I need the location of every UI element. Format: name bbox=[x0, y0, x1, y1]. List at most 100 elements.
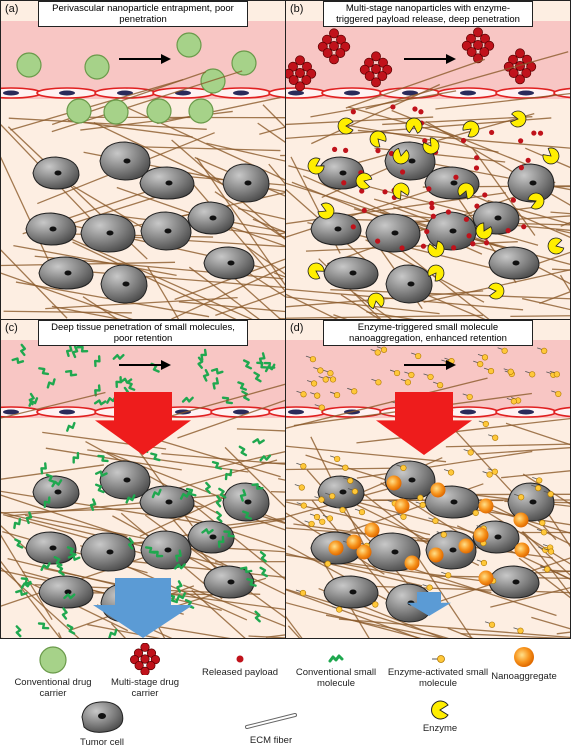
enzyme-icon bbox=[431, 700, 449, 720]
panel-d-illustration bbox=[286, 320, 570, 638]
enzyme-activated-molecule bbox=[404, 371, 415, 379]
ecm-fiber bbox=[365, 51, 569, 110]
ecm-fiber bbox=[286, 552, 423, 587]
released-payload bbox=[474, 203, 480, 209]
ecm-fiber bbox=[87, 623, 161, 638]
ecm-fiber bbox=[171, 266, 285, 319]
enzyme-activated-molecule bbox=[482, 471, 493, 478]
panel-b-title: Multi-stage nanoparticles with enzyme-tr… bbox=[323, 1, 533, 27]
small-molecule bbox=[11, 357, 25, 364]
enzyme-activated-molecule bbox=[514, 493, 525, 501]
enzyme-activated-molecule bbox=[468, 509, 479, 517]
small-molecule bbox=[56, 564, 65, 576]
endothelial-nucleus bbox=[3, 409, 19, 415]
molecule-head bbox=[510, 398, 517, 405]
enzyme-activated-molecule bbox=[313, 367, 324, 374]
ecm-fiber bbox=[415, 554, 473, 638]
nanoaggregate bbox=[386, 475, 402, 491]
molecule-head bbox=[326, 515, 334, 522]
enzyme-activated-molecule bbox=[525, 370, 536, 378]
released-payload bbox=[429, 200, 435, 206]
released-payload bbox=[350, 224, 356, 230]
enzyme bbox=[475, 222, 493, 240]
tumor-cell-nucleus bbox=[244, 180, 252, 186]
molecule-head bbox=[547, 491, 554, 498]
small-molecule bbox=[64, 369, 78, 377]
enzyme-activated-molecule bbox=[423, 373, 434, 381]
payload-particle bbox=[515, 74, 525, 85]
enzyme-activated-molecule bbox=[476, 559, 488, 567]
endothelial-layer bbox=[286, 87, 570, 99]
tumor-cell-nucleus bbox=[49, 545, 57, 551]
endothelial-nucleus bbox=[460, 409, 476, 415]
ecm-fiber bbox=[45, 296, 238, 310]
enzyme-activated-molecule bbox=[535, 519, 546, 526]
ecm-fiber bbox=[477, 505, 570, 565]
small-molecule bbox=[175, 549, 182, 562]
released-payload bbox=[429, 204, 435, 211]
small-molecule bbox=[175, 592, 186, 602]
ecm-fiber bbox=[345, 58, 485, 109]
enzyme-activated-molecule bbox=[487, 468, 498, 475]
released-payload bbox=[426, 186, 432, 192]
tumor-cell-nucleus bbox=[407, 281, 415, 287]
payload-particle bbox=[335, 48, 346, 58]
endothelial-cell bbox=[268, 406, 285, 418]
molecule-head bbox=[374, 349, 381, 356]
small-molecule bbox=[239, 489, 247, 502]
small-molecule bbox=[240, 566, 253, 574]
endothelial-nucleus bbox=[3, 90, 19, 96]
small-molecule bbox=[94, 483, 105, 494]
released-payload bbox=[399, 169, 406, 175]
ecm-fiber bbox=[1, 249, 68, 319]
tumor-cell-nucleus bbox=[391, 549, 399, 555]
ecm-fiber bbox=[72, 241, 237, 319]
enzyme-activated-molecule bbox=[462, 393, 473, 401]
enzyme-activated-molecule bbox=[543, 548, 555, 555]
ecm-fiber bbox=[140, 383, 285, 426]
flow-arrow-head bbox=[161, 54, 171, 64]
multistage-carrier bbox=[286, 55, 317, 92]
nanoaggregate bbox=[364, 522, 380, 538]
released-payload bbox=[505, 228, 511, 234]
released-payload bbox=[460, 137, 467, 144]
small-molecule bbox=[151, 488, 162, 499]
payload-particle bbox=[377, 71, 388, 81]
legend-item-enzyme: Enzyme bbox=[400, 699, 480, 734]
panel-d-label: (d) bbox=[290, 322, 304, 334]
tumor-cell-nucleus bbox=[209, 534, 217, 540]
tumor-cell-nucleus bbox=[227, 579, 235, 585]
enzyme-activated-molecule bbox=[540, 565, 551, 573]
released-payload bbox=[420, 243, 427, 249]
payload-particle bbox=[140, 666, 150, 675]
legend-label: Conventional drug carrier bbox=[14, 677, 92, 699]
small-molecule bbox=[108, 628, 118, 638]
enzyme-activated-molecule bbox=[531, 484, 542, 492]
ecm-fiber bbox=[237, 207, 285, 220]
tumor-cell-nucleus bbox=[339, 170, 347, 176]
ecm-fiber bbox=[286, 314, 484, 319]
ecm-fiber bbox=[531, 616, 570, 630]
tumor-cell-nucleus bbox=[165, 180, 173, 186]
ecm-fiber-network bbox=[286, 51, 570, 319]
enzyme-activated-molecule bbox=[295, 589, 307, 597]
molecule-head bbox=[300, 502, 307, 509]
ecm-fiber bbox=[127, 145, 281, 152]
enzyme bbox=[427, 240, 445, 258]
small-molecule bbox=[15, 589, 28, 596]
ecm-fiber bbox=[174, 258, 285, 301]
ecm-fiber bbox=[338, 618, 570, 638]
small-molecule bbox=[127, 537, 134, 550]
molecule-head bbox=[319, 518, 326, 525]
small-molecule bbox=[40, 562, 51, 572]
enzyme-activated-molecule bbox=[338, 464, 349, 471]
small-molecule bbox=[37, 622, 50, 630]
legend: Conventional drug carrier Multi-stage dr… bbox=[0, 638, 571, 750]
molecule-head bbox=[539, 519, 546, 526]
enzyme-activated-molecule bbox=[371, 378, 382, 386]
tumor-cell-nucleus bbox=[339, 489, 347, 495]
ecm-fiber bbox=[1, 464, 104, 480]
ecm-fiber bbox=[417, 290, 486, 319]
payload-particle bbox=[329, 41, 339, 51]
